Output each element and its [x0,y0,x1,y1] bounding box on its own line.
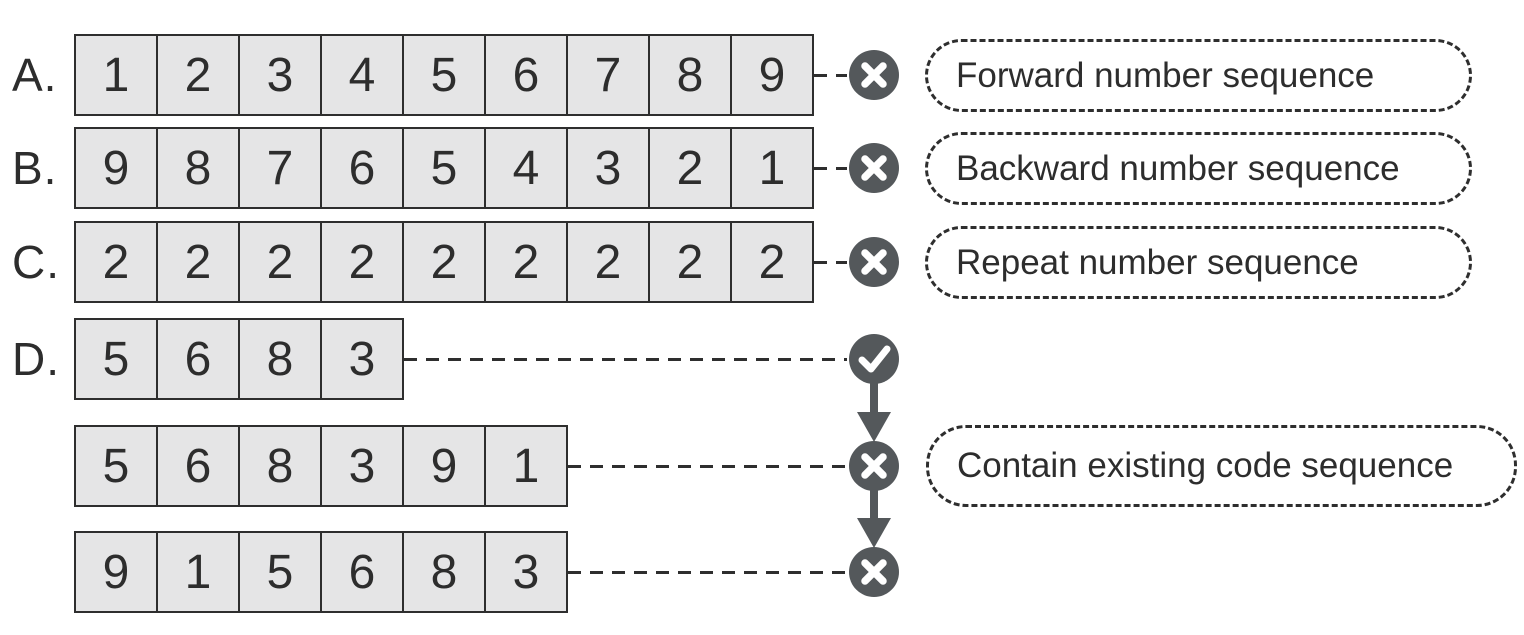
tag-label: Forward number sequence [956,55,1375,95]
sequence-cell: 7 [238,127,322,209]
sequence-cell: 3 [566,127,650,209]
sequence-cell: 6 [320,531,404,613]
sequence-cell: 2 [484,221,568,303]
sequence-cell: 2 [320,221,404,303]
dashed-connector [814,74,847,77]
cross-icon [849,441,899,491]
sequence-cell: 1 [74,34,158,116]
sequence-cell: 8 [648,34,732,116]
sequence-cell: 3 [238,34,322,116]
sequence-cell: 9 [402,425,486,507]
row-label: C. [12,236,60,288]
sequence-cell: 3 [320,318,404,400]
sequence-cell: 5 [238,531,322,613]
sequence-cell: 6 [156,318,240,400]
tag-pill: Forward number sequence [925,39,1472,112]
tag-label: Repeat number sequence [956,242,1359,282]
sequence-cell: 2 [156,221,240,303]
sequence-cell: 9 [74,127,158,209]
check-icon [849,334,899,384]
sequence-cell: 5 [74,318,158,400]
dashed-connector [568,571,847,574]
sequence-cell: 5 [74,425,158,507]
cross-icon [849,547,899,597]
sequence-cell: 8 [238,318,322,400]
sequence-cell: 2 [74,221,158,303]
sequence-cell: 6 [156,425,240,507]
cross-icon [849,50,899,100]
down-arrow-icon [870,383,878,416]
dashed-connector [814,167,847,170]
sequence-cell: 1 [156,531,240,613]
sequence-cell: 8 [402,531,486,613]
row-label: A. [12,49,58,101]
down-arrow-icon [857,412,891,442]
cross-icon [849,237,899,287]
row-label: D. [12,333,60,385]
down-arrow-icon [870,490,878,522]
sequence-cell: 8 [238,425,322,507]
sequence-cell: 7 [566,34,650,116]
tag-label: Backward number sequence [956,148,1400,188]
sequence-cell: 4 [484,127,568,209]
sequence-cell: 3 [320,425,404,507]
tag-pill: Backward number sequence [925,132,1472,205]
sequence-cell: 2 [648,221,732,303]
dashed-connector [404,358,847,361]
sequence-cell: 8 [156,127,240,209]
sequence-cell: 4 [320,34,404,116]
sequence-cell: 2 [566,221,650,303]
sequence-cell: 6 [320,127,404,209]
sequence-cell: 9 [730,34,814,116]
sequence-cell: 1 [730,127,814,209]
down-arrow-icon [857,518,891,548]
sequence-cell: 5 [402,127,486,209]
tag-label: Contain existing code sequence [957,446,1454,485]
sequence-cell: 1 [484,425,568,507]
dashed-connector [814,261,847,264]
sequence-cell: 2 [402,221,486,303]
sequence-cell: 2 [156,34,240,116]
sequence-cell: 3 [484,531,568,613]
sequence-cell: 9 [74,531,158,613]
cross-icon [849,143,899,193]
sequence-cell: 5 [402,34,486,116]
row-label: B. [12,142,58,194]
sequence-cell: 2 [238,221,322,303]
tag-pill: Contain existing code sequence [926,425,1517,507]
dashed-connector [568,465,847,468]
sequence-cell: 2 [648,127,732,209]
sequence-cell: 6 [484,34,568,116]
tag-pill: Repeat number sequence [925,226,1472,299]
sequence-cell: 2 [730,221,814,303]
